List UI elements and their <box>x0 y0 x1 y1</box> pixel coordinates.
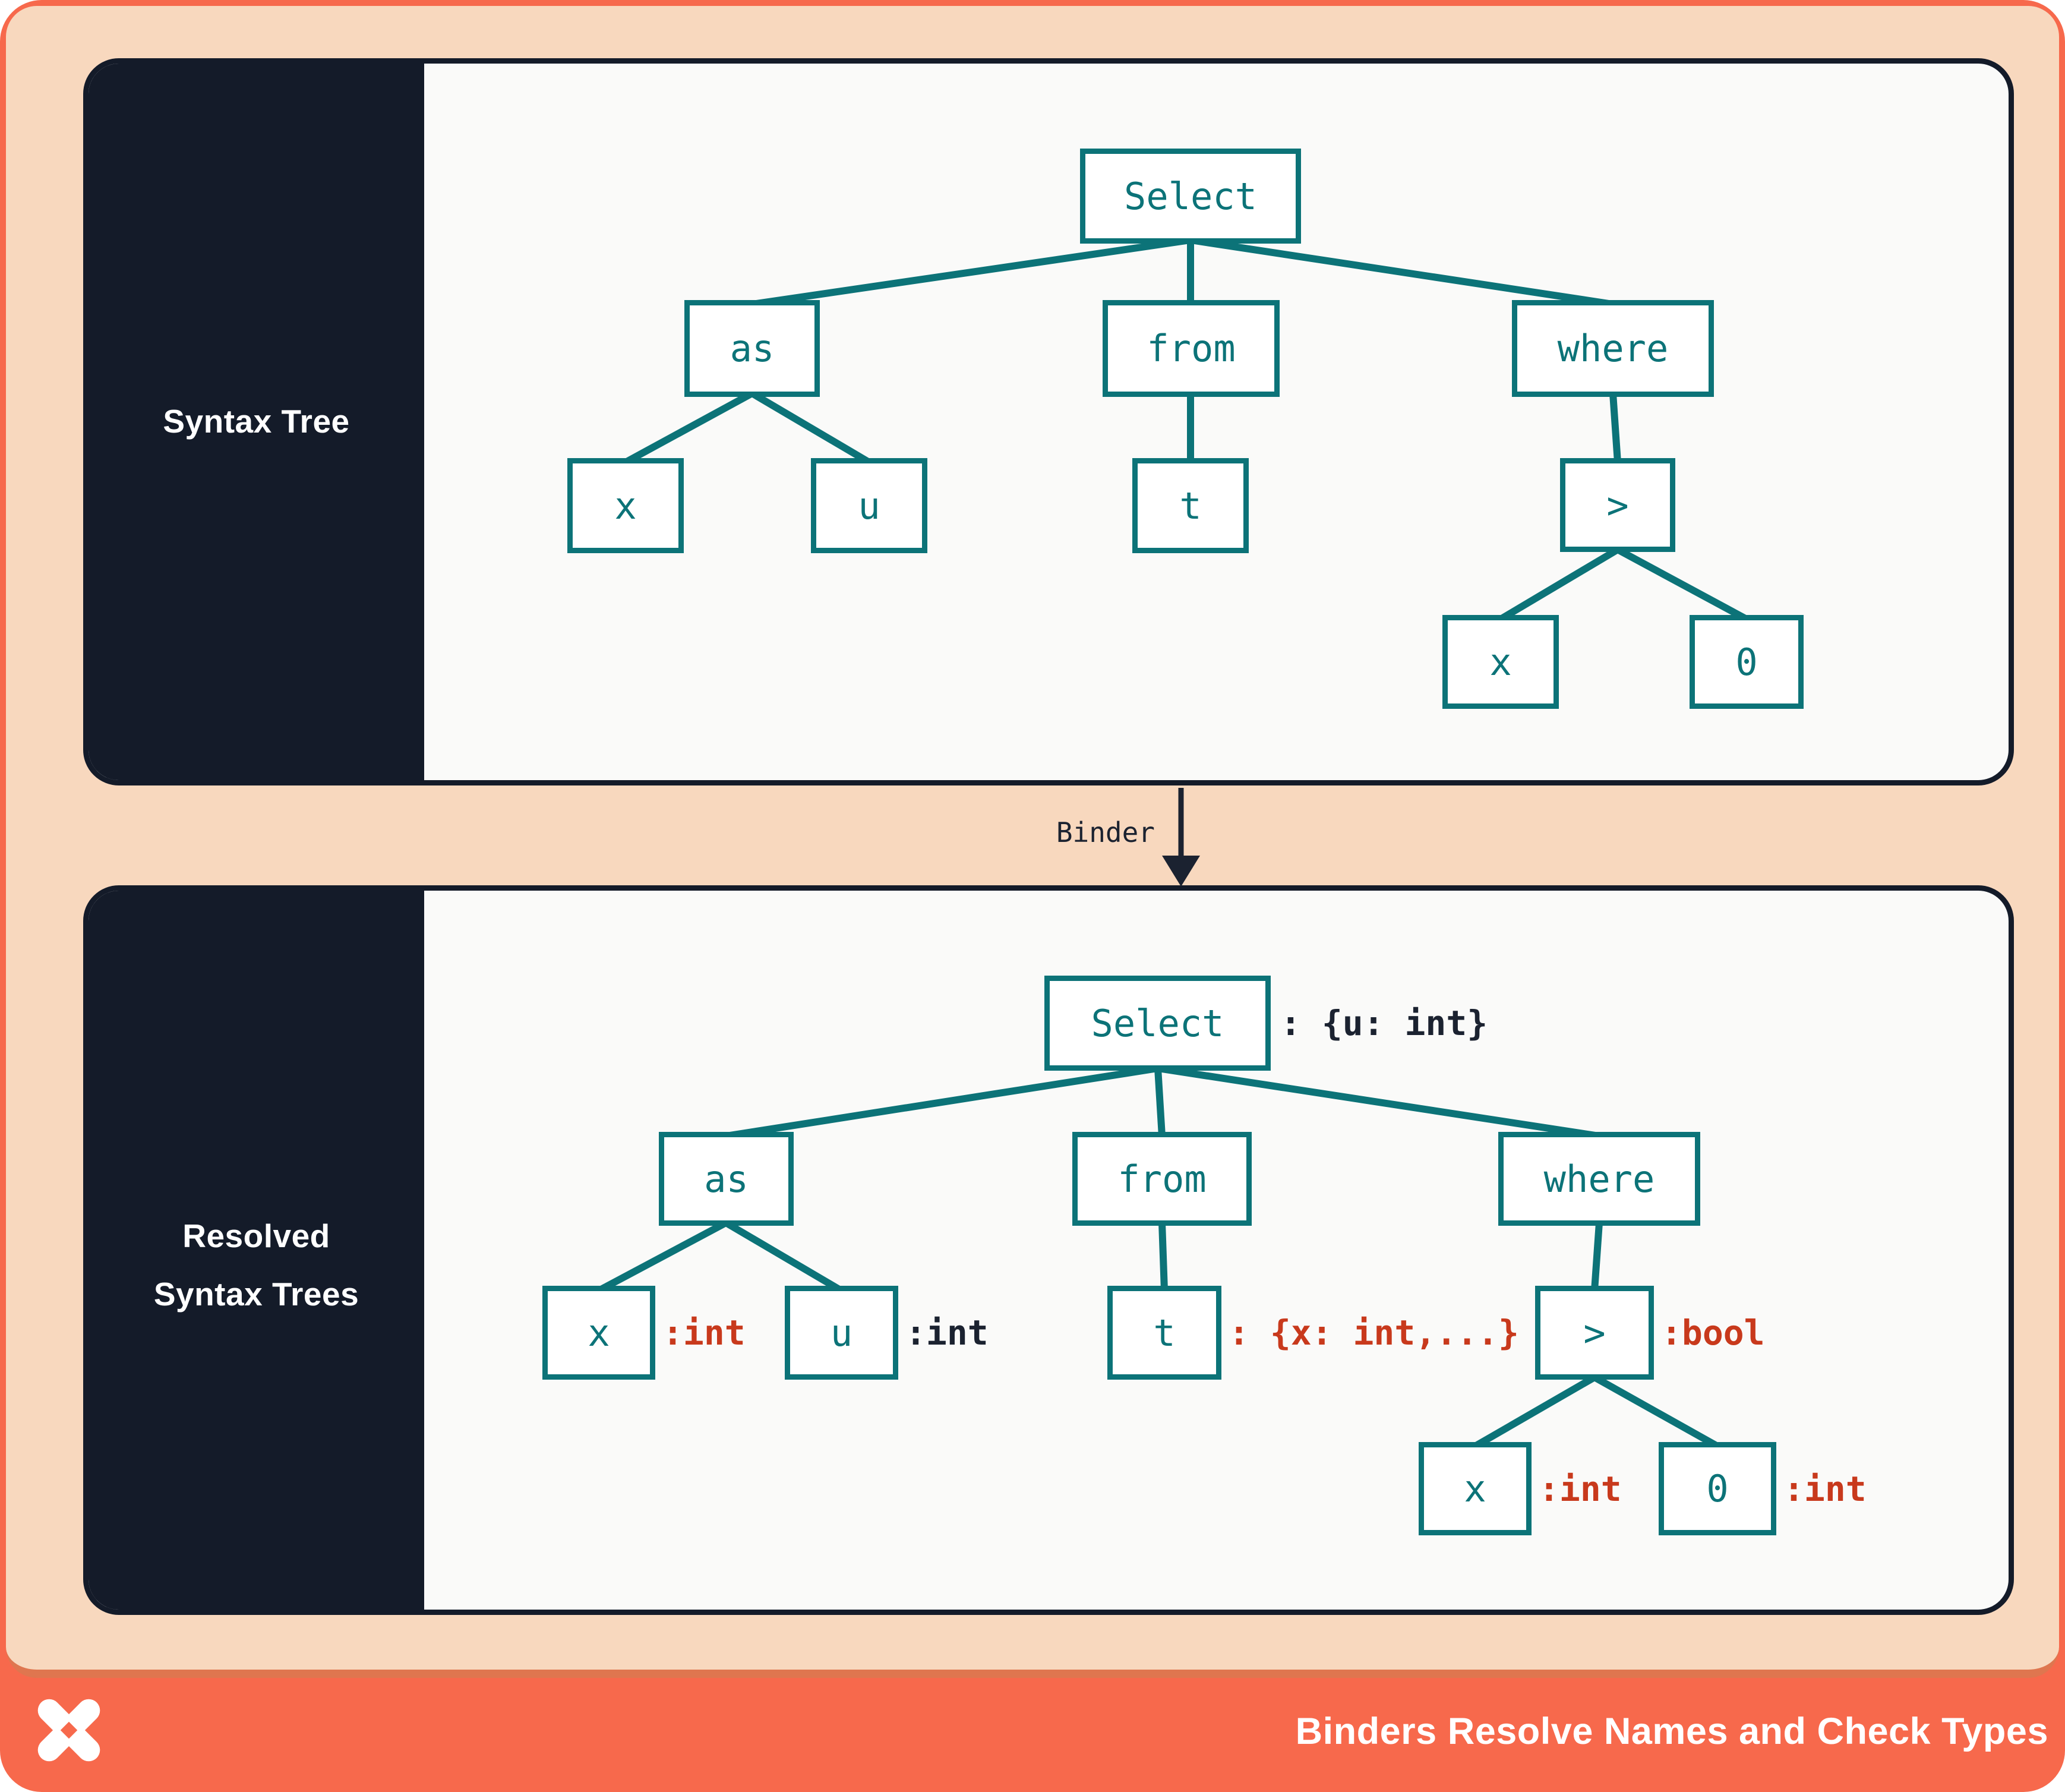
type-annotation-gt: :bool <box>1661 1313 1765 1353</box>
syntax-tree-panel-title: Syntax Tree <box>163 403 350 440</box>
resolved-node-select: Select <box>1044 976 1271 1071</box>
node-label: t <box>1179 484 1202 528</box>
node-label: from <box>1117 1157 1207 1201</box>
type-annotation-x-right: :int <box>1539 1468 1622 1509</box>
resolved-title-line2: Syntax Trees <box>153 1276 359 1313</box>
tree-node-x-right: x <box>1442 615 1559 709</box>
tree-node-where: where <box>1512 300 1714 397</box>
tree-node-t: t <box>1132 458 1249 553</box>
resolved-node-x-right: x <box>1419 1442 1532 1535</box>
resolved-node-where: where <box>1498 1132 1700 1226</box>
node-label: t <box>1153 1311 1176 1355</box>
type-annotation-u: :int <box>905 1313 989 1353</box>
resolved-tree-sidebar: Resolved Syntax Trees <box>89 891 424 1610</box>
tree-node-u: u <box>811 458 927 553</box>
node-label: where <box>1557 327 1669 370</box>
resolved-node-t: t <box>1107 1286 1221 1380</box>
node-label: u <box>858 484 880 528</box>
type-annotation-zero: :int <box>1783 1468 1867 1509</box>
footer-title: Binders Resolve Names and Check Types <box>1295 1711 2048 1752</box>
syntax-tree-sidebar: Syntax Tree <box>89 64 424 780</box>
tree-node-gt: > <box>1560 458 1675 552</box>
resolved-node-from: from <box>1072 1132 1252 1226</box>
resolved-node-zero: 0 <box>1659 1442 1776 1535</box>
node-label: > <box>1606 483 1629 527</box>
resolved-node-as: as <box>659 1132 794 1226</box>
resolved-title-line1: Resolved <box>182 1217 330 1255</box>
syntax-tree-panel: Syntax Tree <box>83 58 2014 785</box>
node-label: Select <box>1091 1001 1224 1045</box>
binder-label: Binder <box>1056 816 1155 848</box>
node-label: x <box>1464 1467 1486 1510</box>
node-label: from <box>1147 327 1236 370</box>
resolved-node-u: u <box>785 1286 898 1380</box>
node-label: as <box>704 1157 749 1201</box>
node-label: 0 <box>1735 640 1758 684</box>
node-label: u <box>830 1311 853 1355</box>
type-annotation-t: : {x: int,...} <box>1229 1313 1519 1353</box>
node-label: Select <box>1124 174 1257 218</box>
node-label: x <box>1489 640 1512 684</box>
node-label: x <box>588 1311 610 1355</box>
tree-node-zero: 0 <box>1690 615 1804 709</box>
resolved-node-x-left: x <box>542 1286 655 1380</box>
type-annotation-select: : {u: int} <box>1280 1003 1488 1043</box>
node-label: where <box>1543 1157 1655 1201</box>
tree-node-as: as <box>684 300 820 397</box>
tree-node-from: from <box>1103 300 1280 397</box>
resolved-node-gt: > <box>1535 1286 1654 1380</box>
type-annotation-x-left: :int <box>662 1313 746 1353</box>
node-label: as <box>730 327 775 370</box>
x-star-logo-icon <box>37 1699 100 1762</box>
node-label: x <box>614 484 637 528</box>
tree-node-x-left: x <box>567 458 684 553</box>
tree-node-select: Select <box>1080 149 1301 244</box>
node-label: 0 <box>1706 1467 1729 1510</box>
node-label: > <box>1583 1311 1606 1355</box>
resolved-tree-panel-title: Resolved Syntax Trees <box>154 1207 359 1324</box>
